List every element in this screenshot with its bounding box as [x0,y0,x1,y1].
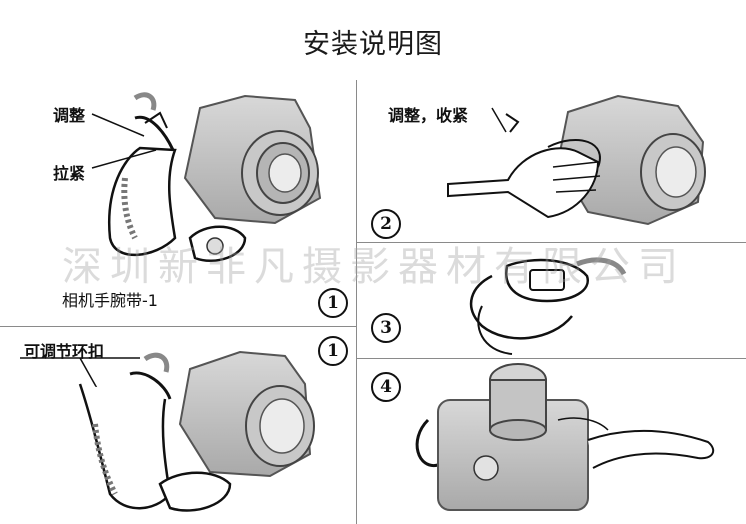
divider-step3-step4 [356,358,746,359]
vertical-divider [356,80,357,524]
divider-step2-step3 [356,242,746,243]
divider-panel1-panel5 [0,326,356,327]
camera-neck-strap-illustration [408,360,728,520]
wrist-strap-caption: 相机手腕带-1 [62,287,158,311]
tighten-label: 拉紧 [53,160,85,184]
step-number-2: 2 [371,209,401,239]
step-number-1: 1 [318,288,348,318]
tighten-pointer-line [92,148,162,172]
step-number-4: 4 [371,372,401,402]
camera-adjustable-strap-illustration [70,344,340,520]
step-number-3: 3 [371,313,401,343]
page-title: 安装说明图 [0,22,746,61]
strap-buckle-closeup-illustration [452,246,632,356]
hand-gripping-camera-illustration [448,92,728,232]
adjust-label: 调整 [53,102,85,126]
adjust-pointer-line [92,110,152,140]
step-number-5: 1 [318,336,348,366]
